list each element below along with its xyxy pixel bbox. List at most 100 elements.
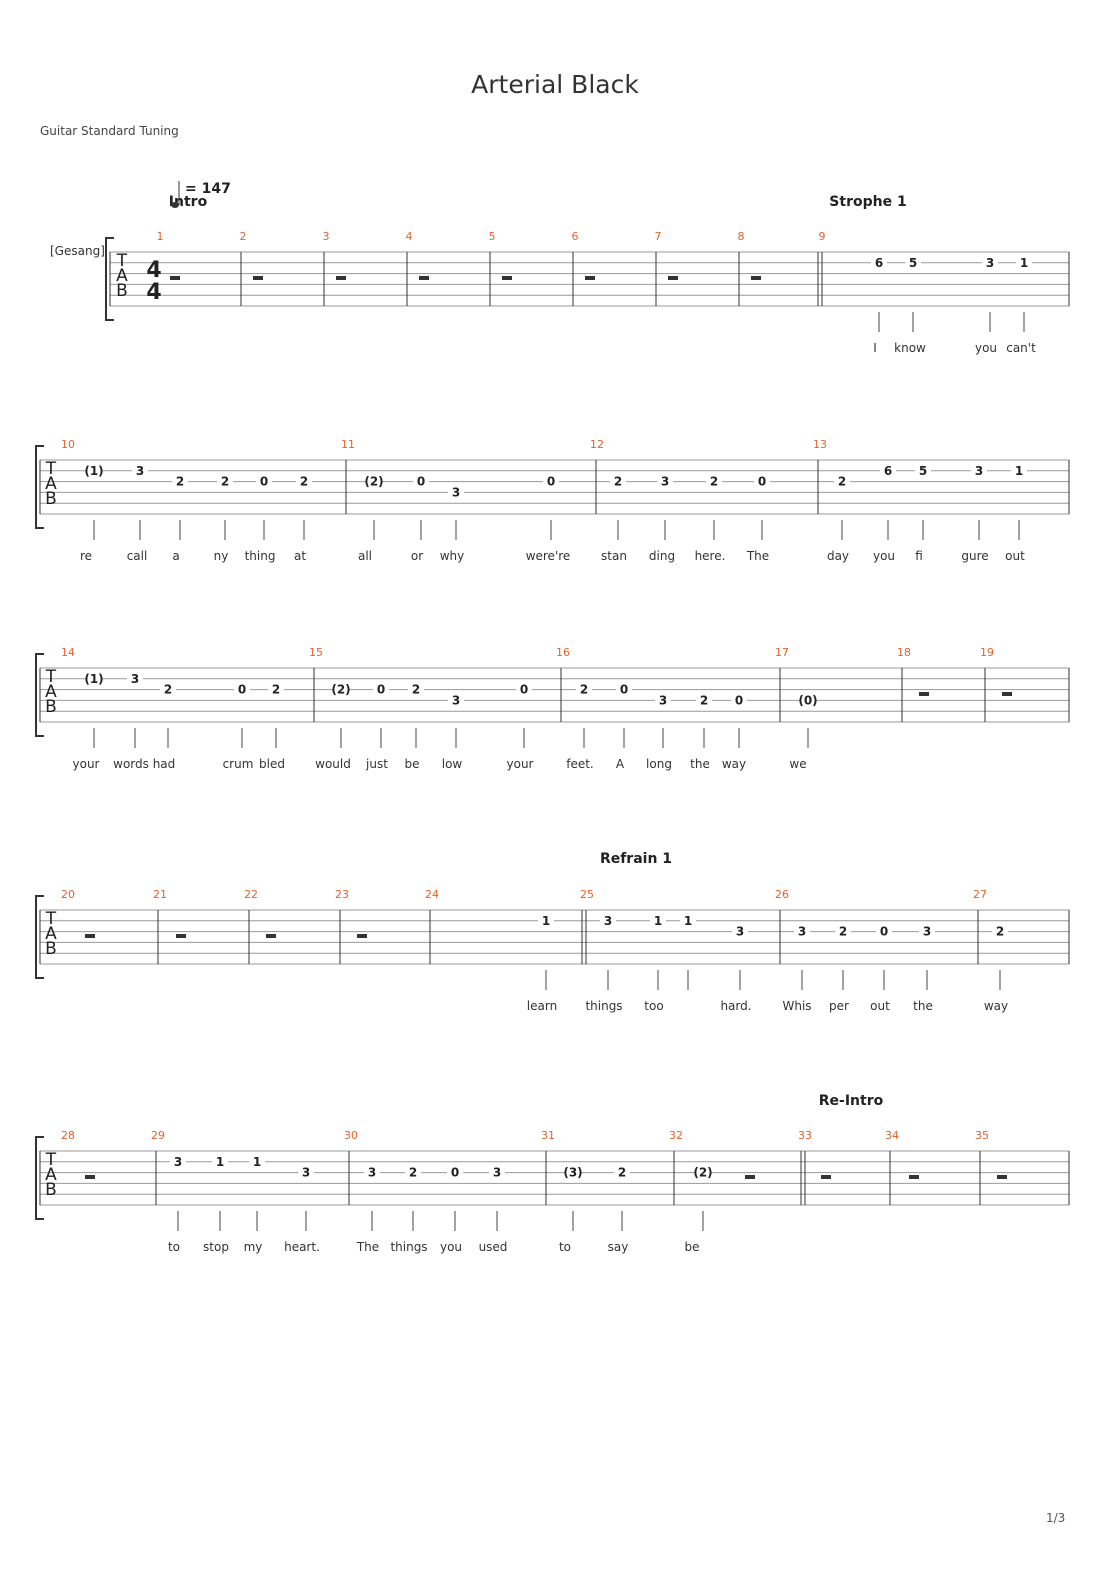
lyric-syllable: say — [608, 1240, 629, 1254]
lyric-syllable: day — [827, 549, 849, 563]
fret-number: 2 — [996, 925, 1004, 939]
tab-clef-letter: T — [116, 251, 128, 271]
measure-number: 12 — [590, 438, 604, 451]
fret-bg — [405, 1165, 421, 1179]
lyric-syllable: we — [789, 757, 806, 771]
measure-number: 15 — [309, 646, 323, 659]
whole-rest — [176, 934, 186, 938]
system-bracket — [35, 1136, 44, 1220]
fret-number: 2 — [710, 475, 718, 489]
fret-number: 1 — [1015, 464, 1023, 478]
fret-number: 1 — [1020, 256, 1028, 270]
system-bracket — [35, 895, 44, 979]
fret-number: 2 — [618, 1166, 626, 1180]
measure-number: 34 — [885, 1129, 899, 1142]
measure-number: 28 — [61, 1129, 75, 1142]
whole-rest — [997, 1175, 1007, 1179]
fret-number: 1 — [684, 914, 692, 928]
fret-number: (1) — [84, 464, 103, 478]
fret-number: 0 — [377, 683, 385, 697]
fret-number: 2 — [580, 683, 588, 697]
tab-clef-letter: A — [45, 474, 57, 494]
whole-rest — [909, 1175, 919, 1179]
fret-number: 2 — [221, 475, 229, 489]
fret-number: 0 — [417, 475, 425, 489]
tab-clef-letter: T — [45, 909, 57, 929]
measure-number: 35 — [975, 1129, 989, 1142]
lyric-syllable: your — [507, 757, 534, 771]
fret-bg — [408, 682, 424, 696]
lyric-syllable: way — [984, 999, 1008, 1013]
lyric-syllable: used — [479, 1240, 508, 1254]
fret-number: (2) — [364, 475, 383, 489]
fret-number: (3) — [563, 1166, 582, 1180]
lyric-syllable: out — [870, 999, 890, 1013]
lyric-syllable: learn — [527, 999, 557, 1013]
lyric-syllable: re — [80, 549, 92, 563]
fret-number: 3 — [986, 256, 994, 270]
fret-bg — [127, 671, 143, 685]
fret-bg — [364, 1165, 380, 1179]
fret-bg — [616, 682, 632, 696]
lyric-syllable: The — [746, 549, 769, 563]
fret-bg — [919, 924, 935, 938]
tuning-label: Guitar Standard Tuning — [40, 124, 179, 138]
fret-number: 1 — [654, 914, 662, 928]
fret-bg — [1011, 463, 1027, 477]
measure-number: 26 — [775, 888, 789, 901]
fret-number: 5 — [919, 464, 927, 478]
tempo-note-head — [171, 202, 179, 208]
lyric-syllable: the — [690, 757, 710, 771]
fret-number: 3 — [975, 464, 983, 478]
measure-number: 17 — [775, 646, 789, 659]
fret-bg — [834, 474, 850, 488]
lyric-syllable: low — [442, 757, 463, 771]
fret-number: 3 — [736, 925, 744, 939]
fret-bg — [132, 463, 148, 477]
lyric-syllable: long — [646, 757, 672, 771]
measure-number: 31 — [541, 1129, 555, 1142]
fret-bg — [871, 255, 887, 269]
measure-number: 21 — [153, 888, 167, 901]
fret-bg — [731, 693, 747, 707]
lyric-syllable: you — [975, 341, 997, 355]
whole-rest — [502, 276, 512, 280]
lyric-syllable: fi — [915, 549, 923, 563]
lyric-syllable: per — [829, 999, 849, 1013]
fret-number: 1 — [253, 1155, 261, 1169]
fret-bg — [448, 485, 464, 499]
measure-number: 18 — [897, 646, 911, 659]
fret-bg — [413, 474, 429, 488]
fret-bg — [447, 1165, 463, 1179]
fret-number: 2 — [614, 475, 622, 489]
tempo-marking: = 147 — [185, 181, 231, 197]
fret-number: 6 — [884, 464, 892, 478]
lyric-syllable: I — [873, 341, 877, 355]
whole-rest — [419, 276, 429, 280]
lyric-syllable: all — [358, 549, 372, 563]
fret-bg — [982, 255, 998, 269]
whole-rest — [1002, 692, 1012, 696]
song-title: Arterial Black — [471, 70, 639, 99]
time-signature-top: 4 — [146, 258, 161, 283]
fret-bg — [680, 913, 696, 927]
fret-number: 0 — [758, 475, 766, 489]
lyric-syllable: why — [440, 549, 465, 563]
fret-number: 0 — [260, 475, 268, 489]
fret-number: 3 — [659, 693, 667, 707]
lyric-syllable: A — [616, 757, 625, 771]
fret-bg — [373, 682, 389, 696]
lyric-syllable: know — [894, 341, 926, 355]
fret-number: (2) — [693, 1166, 712, 1180]
fret-bg — [448, 693, 464, 707]
measure-number: 32 — [669, 1129, 683, 1142]
lyric-syllable: your — [73, 757, 100, 771]
lyric-syllable: you — [440, 1240, 462, 1254]
lyric-syllable: would — [315, 757, 351, 771]
fret-number: 3 — [136, 464, 144, 478]
whole-rest — [253, 276, 263, 280]
fret-number: 0 — [735, 693, 743, 707]
lyric-syllable: crum — [223, 757, 254, 771]
